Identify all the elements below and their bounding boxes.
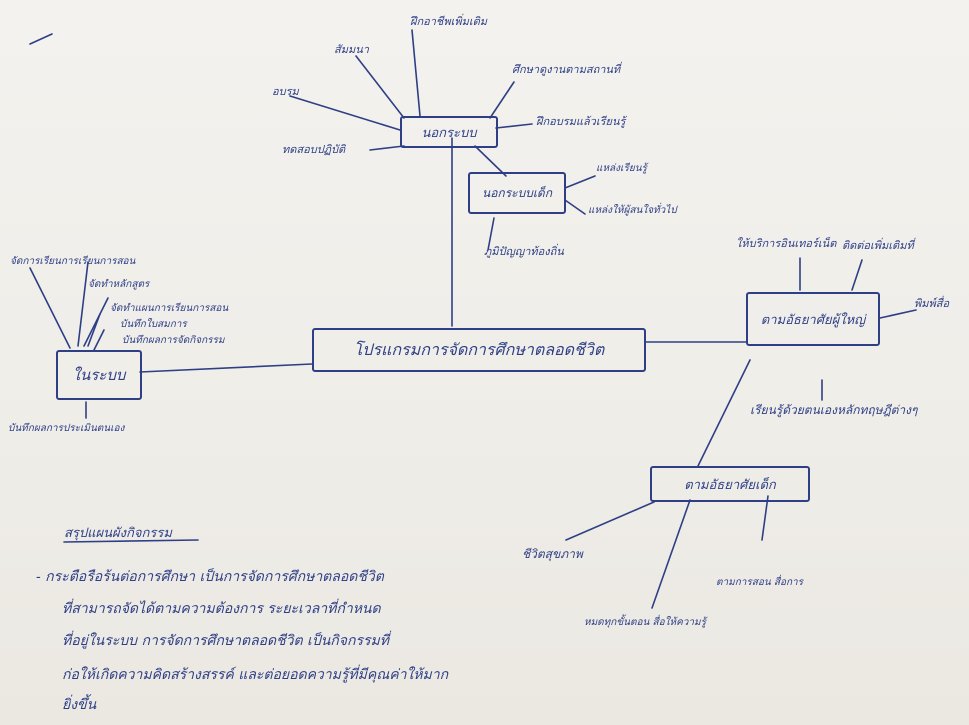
notes-line: ยิ่งขึ้น — [62, 697, 97, 713]
top-hub-label: นอกระบบ — [421, 125, 477, 141]
top-branch-label: สัมมนา — [334, 43, 369, 56]
top-sub-node: นอกระบบเด็ก — [468, 172, 566, 214]
top-branch-label: ฝึกอาชีพเพิ่มเติม — [410, 15, 488, 28]
top-branch-label: ฝึกอบรมแล้วเรียนรู้ — [536, 115, 626, 128]
right-hub-label: ตามอัธยาศัยผู้ใหญ่ — [760, 312, 866, 328]
top-branch-label: อบรม — [272, 85, 299, 98]
notes-heading: สรุปแผนผังกิจกรรม — [64, 526, 172, 541]
right-branch-label: เรียนรู้ด้วยตนเองหลักทฤษฎีต่างๆ — [750, 403, 918, 417]
left-branch-label: จัดทำหลักสูตร — [88, 279, 150, 290]
right-branch-label: ให้บริการอินเทอร์เน็ต — [736, 237, 837, 250]
bottom-branch-label: ชีวิตสุขภาพ — [522, 547, 583, 561]
top-sub-branch-label: ภูมิปัญญาท้องถิ่น — [484, 245, 564, 258]
right-branch-label: พิมพ์สื่อ — [914, 297, 950, 310]
right-hub-node: ตามอัธยาศัยผู้ใหญ่ — [746, 292, 880, 346]
left-hub-label: ในระบบ — [72, 366, 126, 384]
left-hub-node: ในระบบ — [56, 350, 142, 400]
top-branch-label: ทดสอบปฏิบัติ — [282, 143, 346, 156]
left-branch-label: จัดการเรียนการเรียนการสอน — [10, 256, 136, 267]
left-branch-label: บันทึกผลการจัดกิจกรรม — [122, 335, 225, 346]
bottom-hub-node: ตามอัธยาศัยเด็ก — [650, 466, 810, 502]
notes-line: - กระตือรือร้นต่อการศึกษา เป็นการจัดการศ… — [36, 569, 384, 585]
top-sub-branch-label: แหล่งให้ผู้สนใจทั่วไป — [588, 205, 677, 216]
left-branch-label: บันทึกผลการประเมินตนเอง — [8, 423, 125, 434]
top-hub-node: นอกระบบ — [400, 116, 498, 148]
bottom-hub-label: ตามอัธยาศัยเด็ก — [684, 477, 776, 493]
left-branch-label: บันทึกใบสมการ — [120, 319, 187, 330]
center-node: โปรแกรมการจัดการศึกษาตลอดชีวิต — [312, 328, 646, 372]
right-branch-label: ติดต่อเพิ่มเติมที่ — [842, 239, 914, 252]
top-sub-label: นอกระบบเด็ก — [482, 185, 552, 200]
center-label: โปรแกรมการจัดการศึกษาตลอดชีวิต — [353, 339, 605, 359]
notes-line: ที่อยู่ในระบบ การจัดการศึกษาตลอดชีวิต เป… — [62, 633, 389, 649]
top-sub-branch-label: แหล่งเรียนรู้ — [596, 163, 647, 174]
left-branch-label: จัดทำแผนการเรียนการสอน — [110, 303, 229, 314]
bottom-branch-label: ตามการสอน สื่อการ — [716, 577, 804, 588]
bottom-branch-label: หมดทุกขั้นตอน สื่อให้ความรู้ — [584, 617, 706, 628]
top-branch-label: ศึกษาดูงานตามสถานที่ — [512, 63, 621, 76]
notes-line: ก่อให้เกิดความคิดสร้างสรรค์ และต่อยอดควา… — [62, 667, 449, 683]
notes-line: ที่สามารถจัดได้ตามความต้องการ ระยะเวลาที… — [62, 601, 381, 617]
